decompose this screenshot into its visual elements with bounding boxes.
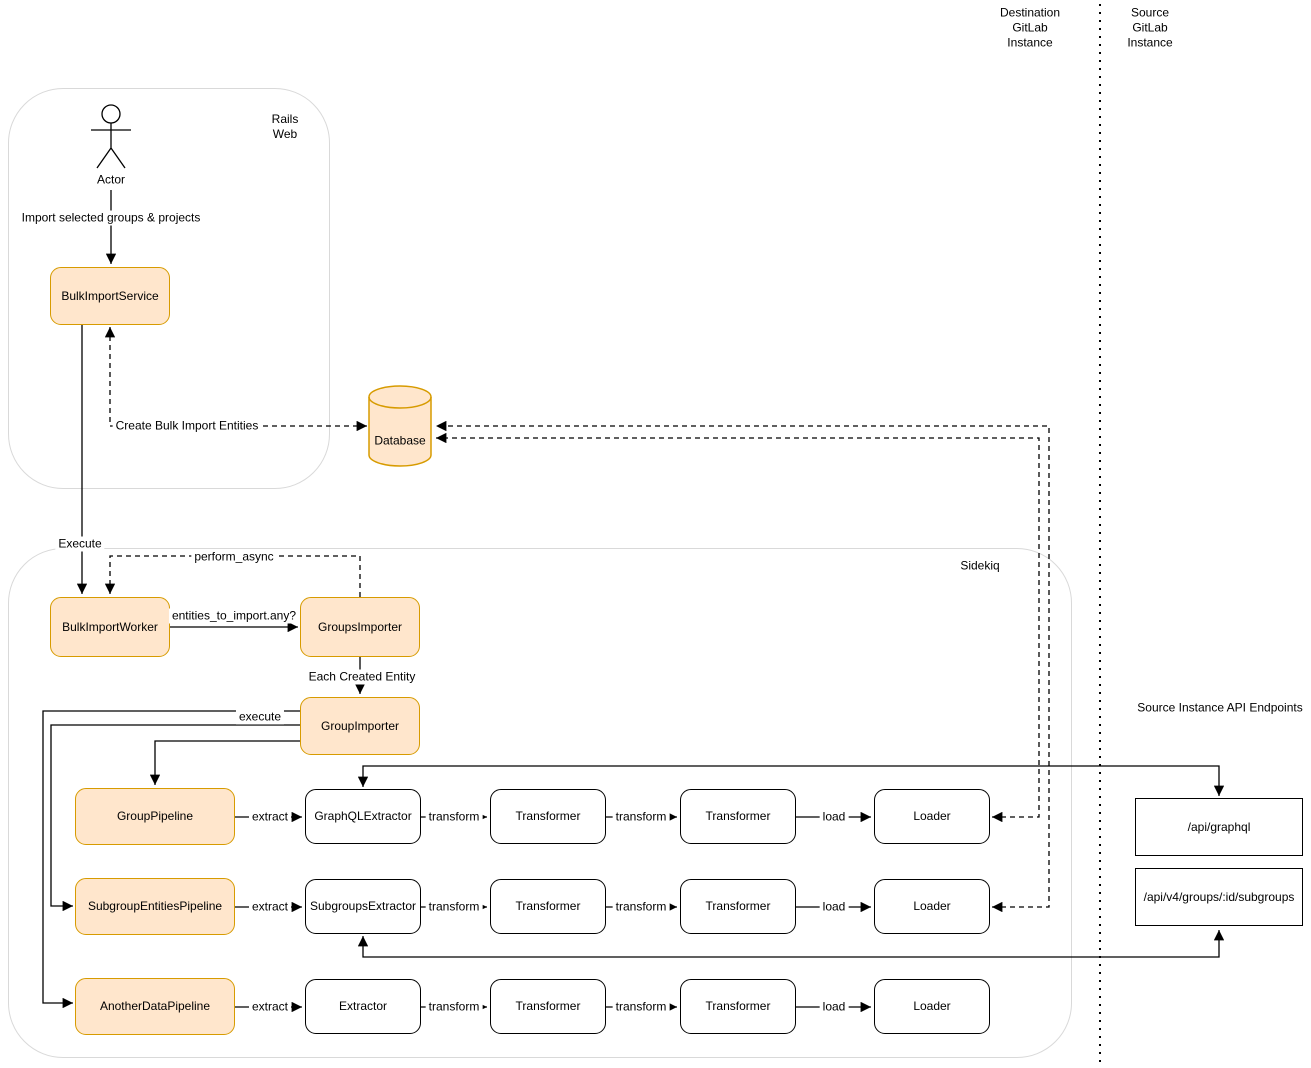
node-transformer-2a: Transformer (490, 879, 606, 934)
edge-label-extract-row1: extract (248, 809, 292, 825)
edge-execute-subgroupentitiespipeline (50, 724, 300, 912)
node-bulk-import-service: BulkImportService (50, 267, 170, 325)
node-extractor: Extractor (305, 979, 421, 1034)
sidekiq-label: Sidekiq (960, 558, 1000, 573)
node-transformer-3a: Transformer (490, 979, 606, 1034)
node-transformer-3b: Transformer (680, 979, 796, 1034)
node-groups-importer: GroupsImporter (300, 597, 420, 657)
edge-loader1-database (436, 432, 1040, 823)
node-subgroups-extractor: SubgroupsExtractor (305, 879, 421, 934)
node-subgroup-entities-pipeline: SubgroupEntitiesPipeline (75, 878, 235, 935)
edge-label-create-entities: Create Bulk Import Entities (112, 418, 262, 434)
edge-subgroupsextractor-api-subgroups (357, 930, 1225, 958)
node-transformer-1a: Transformer (490, 789, 606, 844)
edge-label-import-selected: Import selected groups & projects (18, 210, 204, 226)
edge-label-transform2-row2: transform (612, 899, 670, 915)
edge-label-perform-async: perform_async (191, 549, 277, 565)
node-another-data-pipeline: AnotherDataPipeline (75, 978, 235, 1035)
actor-label: Actor (96, 172, 126, 187)
edge-label-load-row3: load (819, 999, 849, 1015)
endpoint-api-subgroups: /api/v4/groups/:id/subgroups (1135, 868, 1303, 926)
node-group-importer: GroupImporter (300, 697, 420, 755)
edge-label-transform1-row3: transform (425, 999, 483, 1015)
edge-loader2-database (436, 420, 1050, 913)
node-graphql-extractor: GraphQLExtractor (305, 789, 421, 844)
node-transformer-2b: Transformer (680, 879, 796, 934)
rails-web-container (8, 88, 330, 489)
actor-icon (91, 104, 131, 169)
edge-execute-anotherdatapipeline (42, 710, 300, 1009)
endpoint-api-graphql: /api/graphql (1135, 798, 1303, 856)
edge-label-transform2-row1: transform (612, 809, 670, 825)
database-label: Database (374, 433, 426, 448)
edge-label-transform1-row1: transform (425, 809, 483, 825)
edge-label-each-created-entity: Each Created Entity (305, 669, 419, 685)
node-bulk-import-worker: BulkImportWorker (50, 597, 170, 657)
node-loader-1: Loader (874, 789, 990, 844)
database-cylinder (368, 385, 432, 467)
edge-execute-grouppipeline (149, 740, 300, 785)
edge-label-extract-row3: extract (248, 999, 292, 1015)
rails-web-label: Rails Web (271, 112, 299, 141)
source-instance-label: Source GitLab Instance (1127, 5, 1173, 50)
edge-label-load-row2: load (819, 899, 849, 915)
edge-label-execute: Execute (55, 536, 105, 552)
edge-label-load-row1: load (819, 809, 849, 825)
node-group-pipeline: GroupPipeline (75, 788, 235, 845)
edge-label-extract-row2: extract (248, 899, 292, 915)
node-loader-2: Loader (874, 879, 990, 934)
edge-label-entities-check: entities_to_import.any? (168, 608, 300, 624)
node-transformer-1b: Transformer (680, 789, 796, 844)
edge-label-pipeline-execute: execute (235, 709, 285, 725)
edge-label-transform2-row3: transform (612, 999, 670, 1015)
destination-instance-label: Destination GitLab Instance (999, 5, 1061, 50)
edge-create-bulk-import-entities (104, 327, 367, 432)
node-loader-3: Loader (874, 979, 990, 1034)
source-api-endpoints-title: Source Instance API Endpoints (1137, 700, 1303, 715)
edge-label-transform1-row2: transform (425, 899, 483, 915)
